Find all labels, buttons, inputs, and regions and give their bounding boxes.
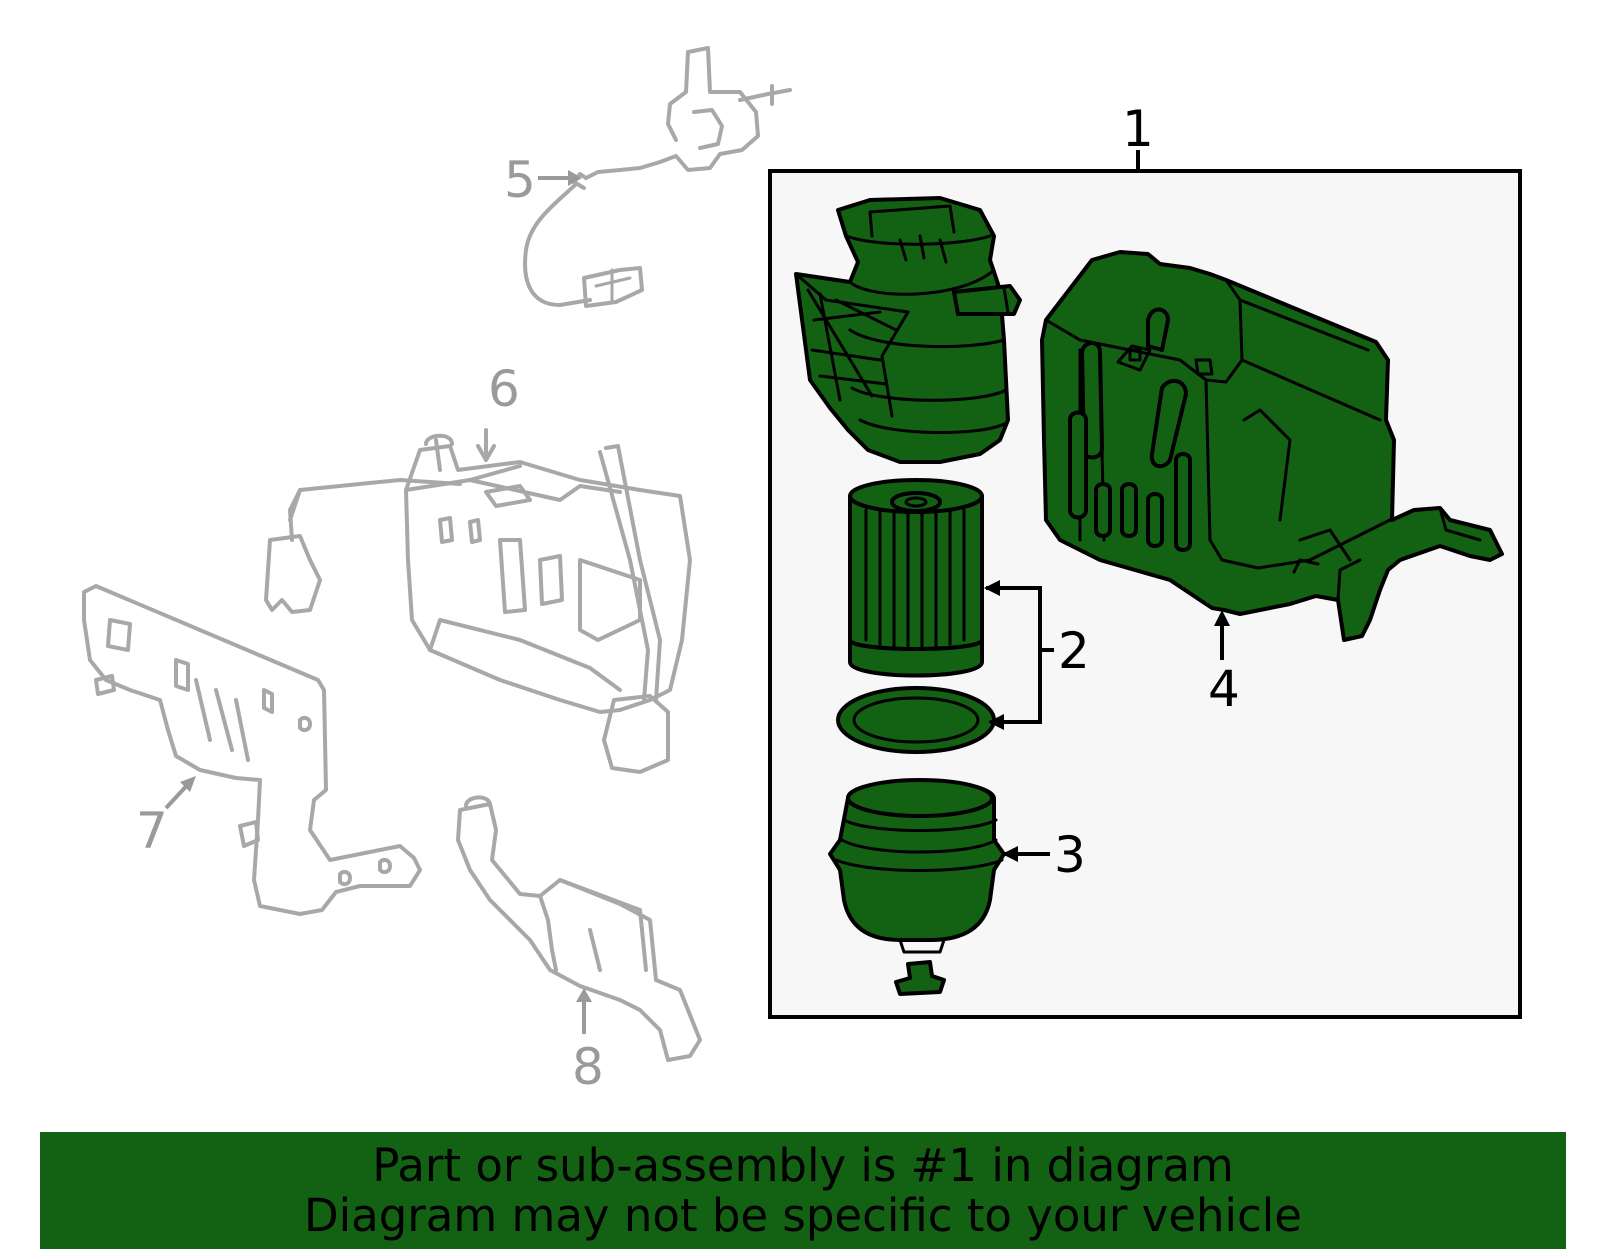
leader-lines bbox=[164, 150, 1230, 1034]
banner-line-1: Part or sub-assembly is #1 in diagram bbox=[372, 1138, 1234, 1192]
part-6-canister bbox=[264, 428, 692, 774]
banner-line-2: Diagram may not be specific to your vehi… bbox=[304, 1188, 1302, 1242]
callout-1: 1 bbox=[1122, 100, 1154, 158]
callout-2: 2 bbox=[1058, 622, 1090, 680]
filter-element bbox=[848, 478, 984, 678]
callout-8: 8 bbox=[572, 1038, 604, 1096]
callout-4: 4 bbox=[1208, 660, 1240, 718]
part-8-duct bbox=[456, 795, 702, 1062]
part-4-housing bbox=[1040, 250, 1504, 642]
callout-6: 6 bbox=[488, 360, 520, 418]
callout-5: 5 bbox=[504, 151, 536, 209]
callout-7: 7 bbox=[136, 802, 168, 860]
filter-housing-cup bbox=[828, 778, 1006, 996]
info-banner: Part or sub-assembly is #1 in diagram Di… bbox=[40, 1132, 1566, 1249]
part-7-bracket bbox=[82, 584, 422, 916]
gasket-ring bbox=[836, 686, 996, 754]
filter-housing-top bbox=[794, 196, 1022, 464]
callout-3: 3 bbox=[1054, 826, 1086, 884]
